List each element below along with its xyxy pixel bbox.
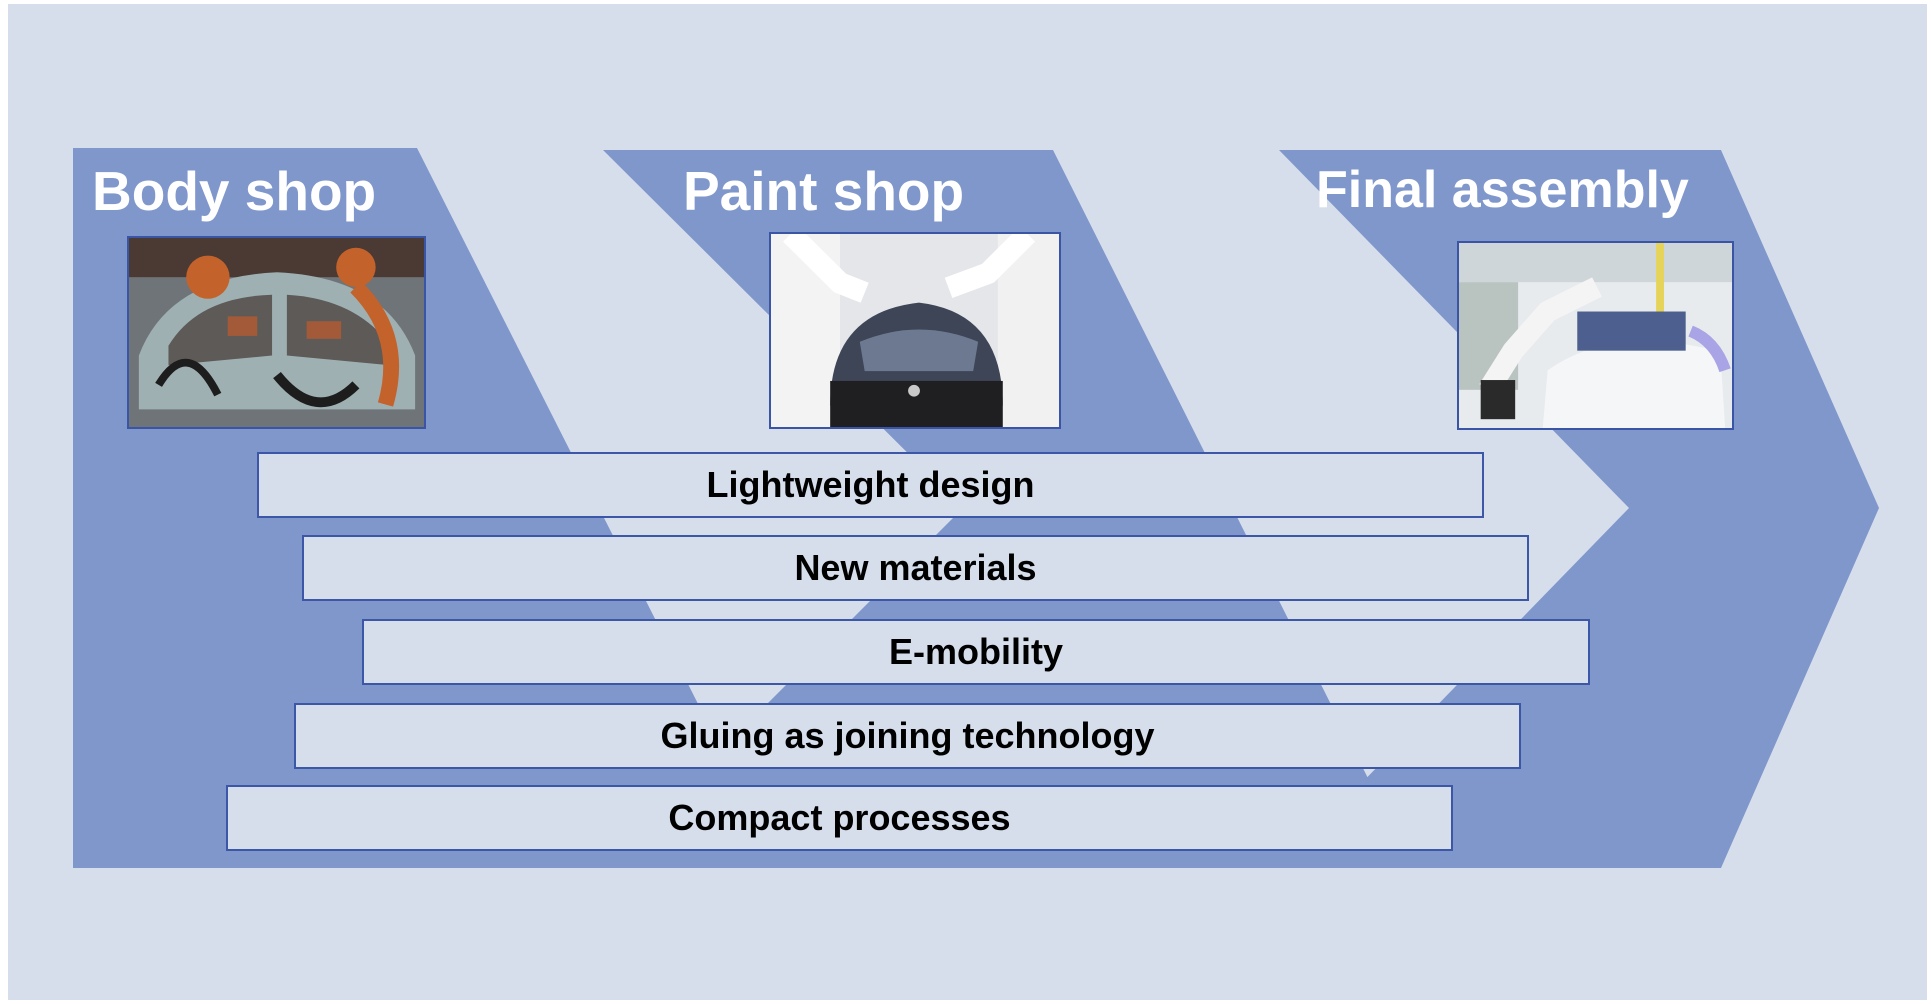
body-shop-photo [127,236,426,429]
bar-gluing-as-joining-technology: Gluing as joining technology [294,703,1521,769]
paint-shop-title: Paint shop [683,160,965,222]
bar-label: Gluing as joining technology [660,715,1155,756]
final-assembly-photo [1457,241,1734,430]
bar-label: Lightweight design [706,464,1035,505]
bar-label: E-mobility [888,631,1063,672]
process-diagram: Body shop Paint shop Final assembly [8,4,1927,1000]
bar-e-mobility: E-mobility [362,619,1590,685]
bar-label: New materials [794,547,1037,588]
bar-new-materials: New materials [302,535,1529,601]
paint-shop-photo [769,232,1061,429]
bar-label: Compact processes [668,797,1011,838]
final-assembly-title: Final assembly [1316,161,1689,219]
body-shop-title: Body shop [92,160,377,222]
bar-lightweight-design: Lightweight design [257,452,1484,518]
bar-compact-processes: Compact processes [226,785,1453,851]
